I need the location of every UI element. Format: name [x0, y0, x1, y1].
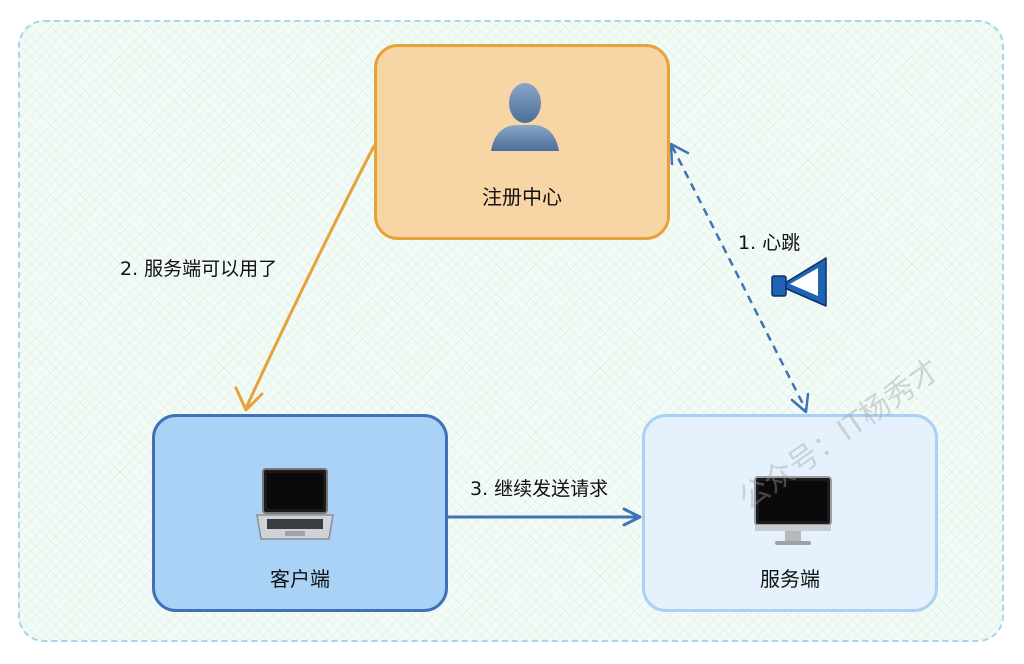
- client-node: 客户端: [152, 414, 448, 612]
- request-edge-label: 3. 继续发送请求: [470, 478, 609, 500]
- notify-edge-label: 2. 服务端可以用了: [120, 258, 278, 280]
- registry-label: 注册中心: [482, 185, 562, 209]
- heartbeat-edge-label: 1. 心跳: [738, 232, 801, 254]
- heartbeat-megaphone-icon: [771, 257, 827, 307]
- registry-node: 注册中心: [374, 44, 670, 240]
- client-label: 客户端: [270, 567, 330, 591]
- desktop-monitor-icon: [754, 476, 832, 545]
- server-node: 服务端: [642, 414, 938, 612]
- server-label: 服务端: [760, 567, 820, 591]
- notify-arrow: [234, 144, 376, 412]
- user-silhouette-icon: [491, 83, 559, 151]
- heartbeat-arrow: [669, 142, 810, 414]
- laptop-icon: [256, 468, 334, 540]
- request-arrow: [446, 507, 642, 527]
